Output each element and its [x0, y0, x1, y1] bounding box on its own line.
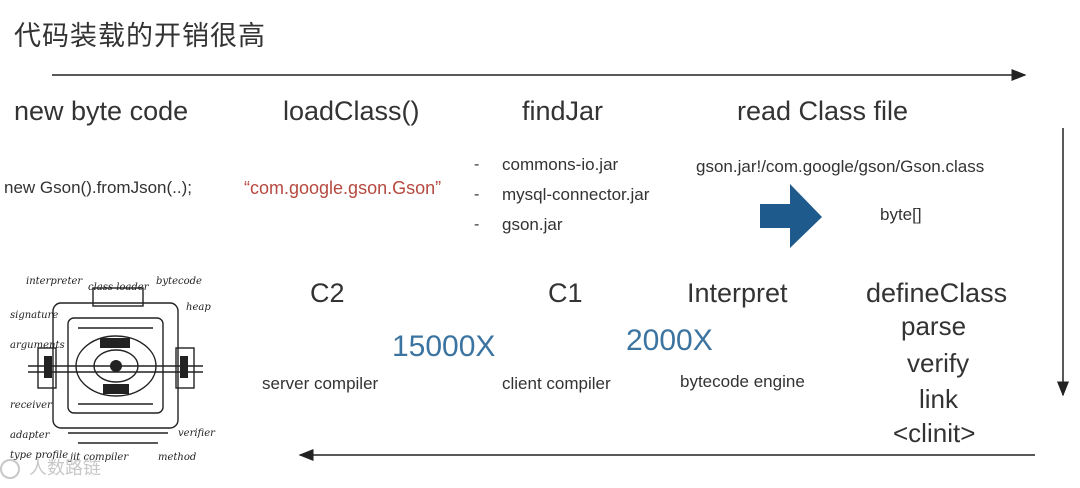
class-path: gson.jar!/com.google/gson/Gson.class — [696, 157, 985, 176]
sketch-label: class loader — [88, 282, 150, 293]
bytes-label: byte[] — [880, 205, 922, 224]
label-bytecode-engine: bytecode engine — [680, 372, 805, 391]
list-bullet: - — [474, 156, 480, 173]
list-item: mysql-connector.jar — [502, 185, 650, 204]
stage-define-class: defineClass — [866, 278, 1008, 308]
class-name-string: “com.google.gson.Gson” — [244, 178, 442, 198]
sketch-label: arguments — [10, 340, 65, 351]
step-load-class: loadClass() — [283, 96, 420, 126]
sketch-label: type profile — [10, 450, 68, 461]
list-item: commons-io.jar — [502, 155, 619, 174]
speedup-c1: 2000X — [626, 324, 713, 357]
stage-c1: C1 — [548, 278, 583, 308]
speedup-c2: 15000X — [392, 330, 496, 363]
sketch-label: bytecode — [156, 276, 202, 287]
stage-c2: C2 — [310, 278, 345, 308]
define-step-verify: verify — [907, 348, 970, 378]
sketch-label: jit compiler — [68, 452, 129, 463]
list-bullet: - — [474, 186, 480, 203]
blue-block-arrow — [760, 184, 822, 248]
watermark: 人数路链 — [0, 454, 101, 480]
list-item: gson.jar — [502, 215, 563, 234]
code-example: new Gson().fromJson(..); — [4, 178, 192, 197]
step-new-byte-code: new byte code — [14, 96, 189, 126]
define-step-parse: parse — [901, 311, 967, 341]
stage-interpret: Interpret — [687, 278, 788, 308]
sketch-label: adapter — [10, 430, 51, 441]
sketch-label: interpreter — [26, 276, 83, 287]
engine-sketch-illustration: interpreter class loader bytecode heap s… — [10, 276, 216, 463]
list-bullet: - — [474, 216, 480, 233]
sketch-label: receiver — [10, 400, 53, 411]
sketch-label: signature — [10, 310, 58, 321]
step-find-jar: findJar — [522, 96, 604, 126]
sketch-label: method — [158, 452, 196, 463]
watermark-text: 人数路链 — [29, 458, 102, 478]
label-server-compiler: server compiler — [262, 374, 379, 393]
sketch-label: verifier — [178, 428, 216, 439]
define-step-clinit: <clinit> — [893, 418, 976, 448]
define-step-link: link — [919, 384, 959, 414]
sketch-label: heap — [186, 302, 211, 313]
slide-title: 代码装载的开销很高 — [14, 21, 266, 51]
step-read-class-file: read Class file — [737, 96, 909, 126]
watermark-icon — [0, 459, 20, 480]
label-client-compiler: client compiler — [502, 374, 611, 393]
